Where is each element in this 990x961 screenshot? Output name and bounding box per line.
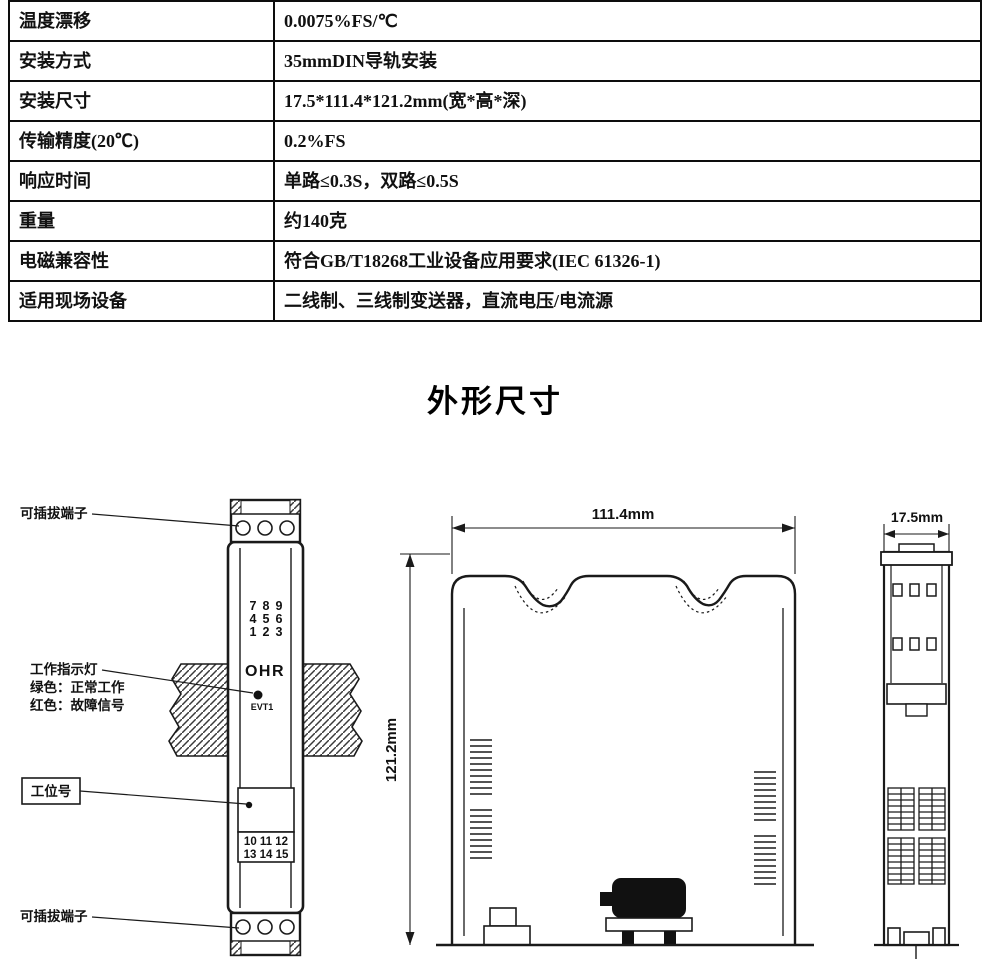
callout-bottom-terminal: 可插拔端子 (20, 908, 88, 924)
brand-text: OHR (245, 663, 285, 680)
hidden-edge-arcs (514, 580, 728, 614)
station-label-dot (245, 801, 253, 809)
callout-indicator-title: 工作指示灯 (30, 661, 98, 677)
end-terminal-squares (892, 583, 937, 651)
terminal-screw (279, 919, 295, 935)
table-row: 适用现场设备 二线制、三线制变送器，直流电压/电流源 (8, 280, 982, 322)
terminal-number-row: 13 14 15 (244, 849, 289, 861)
table-row: 重量 约140克 (8, 200, 982, 242)
spec-value-cell: 约140克 (273, 200, 982, 242)
terminal-number: 9 (276, 599, 283, 613)
terminal-screw (235, 520, 251, 536)
vent-slots (470, 739, 776, 885)
spec-value-cell: 二线制、三线制变送器，直流电压/电流源 (273, 280, 982, 322)
terminal-number: 4 (250, 612, 257, 626)
side-view: 111.4mm 121.2mm (383, 506, 814, 947)
arrowhead (405, 554, 415, 567)
terminal-screw (279, 520, 295, 536)
station-label-area (237, 787, 295, 833)
leader-line (91, 916, 240, 929)
table-row: 安装方式 35mmDIN导轨安装 (8, 40, 982, 82)
spec-label-cell: 传输精度(20℃) (8, 120, 275, 162)
leader-line (79, 790, 247, 805)
spec-value-cell: 0.0075%FS/℃ (273, 0, 982, 42)
spec-value-cell: 35mmDIN导轨安装 (273, 40, 982, 82)
bottom-terminal-numbers: 10 11 12 13 14 15 (237, 831, 295, 863)
end-mid-tab (905, 703, 928, 717)
dim-height-label: 121.2mm (383, 718, 400, 782)
table-row: 传输精度(20℃) 0.2%FS (8, 120, 982, 162)
end-body (882, 550, 951, 947)
spec-label-cell: 重量 (8, 200, 275, 242)
terminal-number: 6 (276, 612, 283, 626)
spec-value-cell: 符合GB/T18268工业设备应用要求(IEC 61326-1) (273, 240, 982, 282)
terminal-number-row: 10 11 12 (244, 836, 288, 848)
leader-line (101, 669, 254, 694)
terminal-number: 8 (263, 599, 270, 613)
dimension-drawings-area: 7 8 9 4 5 6 1 2 3 OHR EVT1 10 11 12 13 1… (0, 488, 990, 961)
dimension-drawings: 7 8 9 4 5 6 1 2 3 OHR EVT1 10 11 12 13 1… (20, 498, 959, 959)
spec-table: 温度漂移 0.0075%FS/℃ 安装方式 35mmDIN导轨安装 安装尺寸 1… (8, 0, 982, 322)
terminal-number: 7 (250, 599, 257, 613)
spec-label-cell: 温度漂移 (8, 0, 275, 42)
arrowhead (782, 523, 795, 533)
terminal-number: 5 (263, 612, 270, 626)
spec-label-cell: 安装方式 (8, 40, 275, 82)
end-view: 17.5mm (874, 509, 959, 959)
end-top-nub (898, 543, 935, 553)
dim-height: 121.2mm (383, 553, 450, 945)
terminal-number: 3 (276, 625, 283, 639)
spec-label-cell: 适用现场设备 (8, 280, 275, 322)
callout-top-terminal: 可插拔端子 (20, 505, 88, 521)
dim-width: 111.4mm (451, 506, 796, 574)
connector (600, 878, 693, 945)
spec-label-cell: 响应时间 (8, 160, 275, 202)
terminal-numbers-top: 7 8 9 4 5 6 1 2 3 (250, 599, 283, 639)
spec-value-cell: 单路≤0.3S，双路≤0.5S (273, 160, 982, 202)
table-row: 响应时间 单路≤0.3S，双路≤0.5S (8, 160, 982, 202)
arrowhead (452, 523, 465, 533)
end-top-cap (880, 551, 953, 566)
spec-label-cell: 电磁兼容性 (8, 240, 275, 282)
leader-line (91, 513, 240, 527)
terminal-screw (257, 919, 273, 935)
end-vent-grids (887, 787, 946, 885)
din-rail-right (302, 663, 363, 757)
table-row: 安装尺寸 17.5*111.4*121.2mm(宽*高*深) (8, 80, 982, 122)
dim-width-label: 111.4mm (592, 506, 655, 523)
callout-indicator-green: 绿色：正常工作 (30, 679, 125, 695)
arrowhead (405, 932, 415, 945)
spec-value-cell: 17.5*111.4*121.2mm(宽*高*深) (273, 80, 982, 122)
terminal-number: 1 (250, 625, 257, 639)
arrowhead (884, 530, 895, 538)
end-mid-band (886, 683, 947, 705)
led-label: EVT1 (251, 702, 274, 712)
bottom-terminal-block (229, 911, 302, 957)
section-title: 外形尺寸 (427, 384, 563, 419)
callout-station: 工位号 (31, 783, 72, 799)
table-row: 电磁兼容性 符合GB/T18268工业设备应用要求(IEC 61326-1) (8, 240, 982, 282)
din-rail-left (168, 663, 229, 757)
front-view: 7 8 9 4 5 6 1 2 3 OHR EVT1 10 11 12 13 1… (226, 498, 305, 957)
callout-indicator-red: 红色：故障信号 (30, 697, 125, 713)
callouts: 可插拔端子 工作指示灯 绿色：正常工作 红色：故障信号 工位号 可插拔端子 (20, 505, 254, 929)
dim-depth: 17.5mm (883, 509, 950, 552)
spec-value-cell: 0.2%FS (273, 120, 982, 162)
dim-depth-label: 17.5mm (891, 509, 943, 525)
din-clip (483, 907, 531, 946)
table-row: 温度漂移 0.0075%FS/℃ (8, 0, 982, 42)
spec-label-cell: 安装尺寸 (8, 80, 275, 122)
top-terminal-block (229, 498, 302, 544)
led-indicator (253, 690, 263, 700)
terminal-screw (257, 520, 273, 536)
terminal-screw (235, 919, 251, 935)
terminal-number: 2 (263, 625, 270, 639)
arrowhead (938, 530, 949, 538)
